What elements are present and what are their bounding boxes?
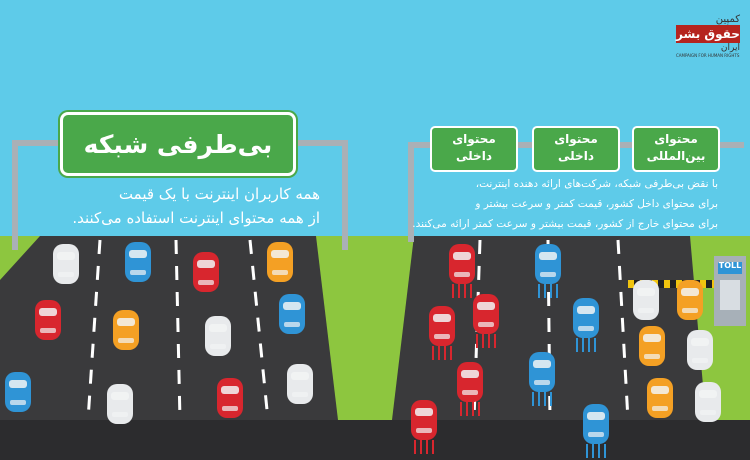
car-27 xyxy=(695,382,721,422)
sign-domestic-2-line-2: داخلی xyxy=(456,149,492,163)
right-description-line-2: برای محتوای داخل کشور، قیمت کمتر و سرعت … xyxy=(475,198,718,210)
car-2 xyxy=(125,242,151,282)
logo-line-1: کمپین xyxy=(715,14,740,25)
sign-domestic-2-line-1: محتوای xyxy=(452,132,496,146)
car-20 xyxy=(411,400,437,454)
car-19 xyxy=(529,352,555,406)
car-6 xyxy=(113,310,139,350)
sign-domestic-content-1: محتوای داخلی xyxy=(532,126,620,172)
left-lane-markings xyxy=(86,239,270,421)
left-description-line-2: از همه محتوای اینترنت استفاده می‌کنند. xyxy=(72,209,320,227)
left-description: همه کاربران اینترنت با یک قیمت از همه مح… xyxy=(30,182,320,230)
logo-tagline: CAMPAIGN FOR HUMAN RIGHTS IN IRAN xyxy=(676,53,740,58)
sign-domestic-content-2: محتوای داخلی xyxy=(430,126,518,172)
car-3 xyxy=(193,252,219,292)
sign-international-line-2: بین‌المللی xyxy=(646,149,706,163)
car-14 xyxy=(535,244,561,298)
right-description-line-3: برای محتوای خارج از کشور، قیمت بیشتر و س… xyxy=(412,218,718,230)
left-description-line-1: همه کاربران اینترنت با یک قیمت xyxy=(118,185,320,203)
car-15 xyxy=(429,306,455,360)
car-7 xyxy=(205,316,231,356)
sign-international-content: محتوای بین‌المللی xyxy=(632,126,720,172)
car-18 xyxy=(457,362,483,416)
toll-barrier xyxy=(628,256,746,326)
sign-domestic-1-line-2: داخلی xyxy=(558,149,594,163)
car-5 xyxy=(35,300,61,340)
net-neutrality-sign: بی‌طرفی شبکه xyxy=(60,112,296,176)
car-10 xyxy=(107,384,133,424)
sign-domestic-1-line-1: محتوای xyxy=(554,132,598,146)
sign-international-line-1: محتوای xyxy=(654,132,698,146)
logo-line-3: ایران xyxy=(720,43,740,53)
toll-label: TOLL xyxy=(718,261,742,270)
right-description-line-1: با نقض بی‌طرفی شبکه، شرکت‌های ارائه دهند… xyxy=(475,178,718,190)
car-9 xyxy=(5,372,31,412)
car-13 xyxy=(449,244,475,298)
car-21 xyxy=(583,404,609,458)
road-bottom xyxy=(0,420,750,460)
car-25 xyxy=(687,330,713,370)
car-17 xyxy=(573,298,599,352)
logo-line-2: حقوق بشر xyxy=(676,25,740,43)
car-16 xyxy=(473,294,499,348)
car-26 xyxy=(647,378,673,418)
car-8 xyxy=(279,294,305,334)
car-11 xyxy=(217,378,243,418)
campaign-logo: کمپین حقوق بشر ایران CAMPAIGN FOR HUMAN … xyxy=(676,14,740,58)
car-1 xyxy=(53,244,79,284)
car-22 xyxy=(633,280,659,320)
car-23 xyxy=(677,280,703,320)
left-road xyxy=(0,236,338,420)
right-description: با نقض بی‌طرفی شبکه، شرکت‌های ارائه دهند… xyxy=(412,174,718,234)
sign-title: بی‌طرفی شبکه xyxy=(83,129,273,159)
car-4 xyxy=(267,242,293,282)
car-24 xyxy=(639,326,665,366)
car-12 xyxy=(287,364,313,404)
